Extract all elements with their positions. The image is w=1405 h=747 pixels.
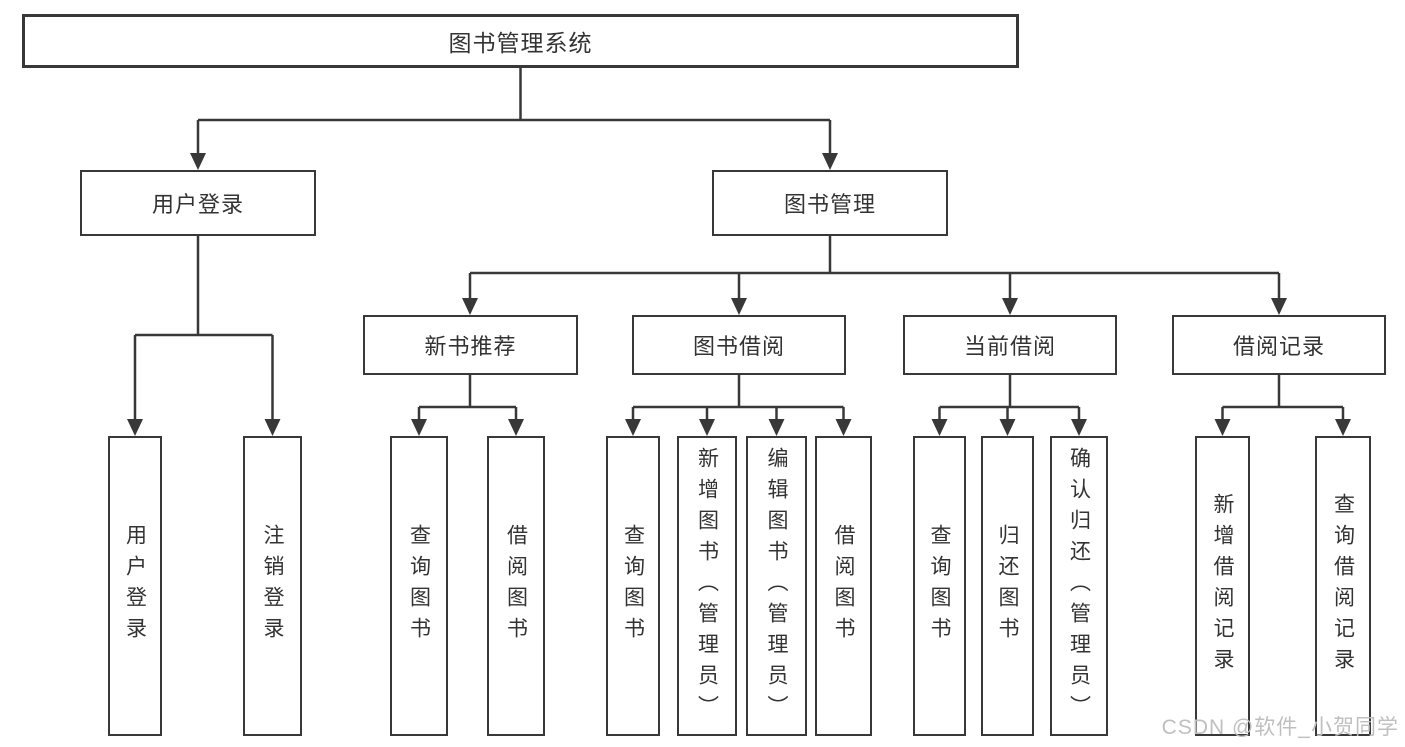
node-label: 用户登录 xyxy=(151,192,244,217)
node-label: 当前借阅 xyxy=(963,334,1056,359)
leaf-user-login: 用户登录 xyxy=(108,436,162,736)
node-label: 图书借阅 xyxy=(692,334,785,359)
node-book-management: 图书管理 xyxy=(712,170,948,236)
node-label: 图书管理 xyxy=(783,192,876,217)
node-label: 编辑图书（管理员） xyxy=(765,446,788,726)
connector-new-book-rec-children xyxy=(411,375,524,436)
leaf-add-borrow-record: 新增借阅记录 xyxy=(1195,436,1250,736)
node-borrow-record: 借阅记录 xyxy=(1172,315,1386,375)
node-label: 新增借阅记录 xyxy=(1211,493,1234,679)
connector-book-borrow-children xyxy=(625,375,852,436)
leaf-return-book: 归还图书 xyxy=(981,436,1034,736)
node-label: 借阅图书 xyxy=(504,524,528,648)
connector-user-login-children xyxy=(127,236,281,436)
connector-root-to-level2 xyxy=(190,68,838,170)
node-library-system: 图书管理系统 xyxy=(22,14,1019,68)
leaf-borrow-book-recommend: 借阅图书 xyxy=(487,436,545,736)
connector-book-mgmt-children xyxy=(462,236,1287,315)
node-label: 查询图书 xyxy=(407,524,431,648)
node-label: 新增图书（管理员） xyxy=(695,446,719,726)
node-book-borrow: 图书借阅 xyxy=(632,315,846,375)
node-label: 查询图书 xyxy=(621,524,645,648)
leaf-query-book-borrow: 查询图书 xyxy=(606,436,660,736)
leaf-query-borrow-record: 查询借阅记录 xyxy=(1315,436,1371,736)
node-new-book-recommend: 新书推荐 xyxy=(363,315,578,375)
node-label: 图书管理系统 xyxy=(448,30,593,56)
connector-current-borrow-children xyxy=(931,375,1087,436)
node-label: 查询图书 xyxy=(928,524,951,648)
leaf-borrow-book: 借阅图书 xyxy=(815,436,872,736)
node-label: 查询借阅记录 xyxy=(1331,493,1355,679)
node-label: 归还图书 xyxy=(996,524,1019,648)
connector-borrow-record-children xyxy=(1214,375,1351,436)
node-label: 注销登录 xyxy=(261,524,284,648)
leaf-add-book-admin: 新增图书（管理员） xyxy=(677,436,737,736)
leaf-query-book-recommend: 查询图书 xyxy=(390,436,448,736)
node-current-borrow: 当前借阅 xyxy=(903,315,1117,375)
node-label: 新书推荐 xyxy=(424,334,517,359)
leaf-edit-book-admin: 编辑图书（管理员） xyxy=(746,436,807,736)
leaf-logout: 注销登录 xyxy=(243,436,302,736)
node-label: 借阅记录 xyxy=(1232,334,1325,359)
node-label: 借阅图书 xyxy=(832,524,855,648)
node-label: 确认归还（管理员） xyxy=(1067,446,1091,726)
leaf-query-book-current: 查询图书 xyxy=(913,436,966,736)
node-label: 用户登录 xyxy=(123,524,147,648)
node-user-login: 用户登录 xyxy=(80,170,316,236)
csdn-watermark: CSDN @软件_小贺同学 xyxy=(1161,716,1399,739)
leaf-confirm-return-admin: 确认归还（管理员） xyxy=(1050,436,1108,736)
